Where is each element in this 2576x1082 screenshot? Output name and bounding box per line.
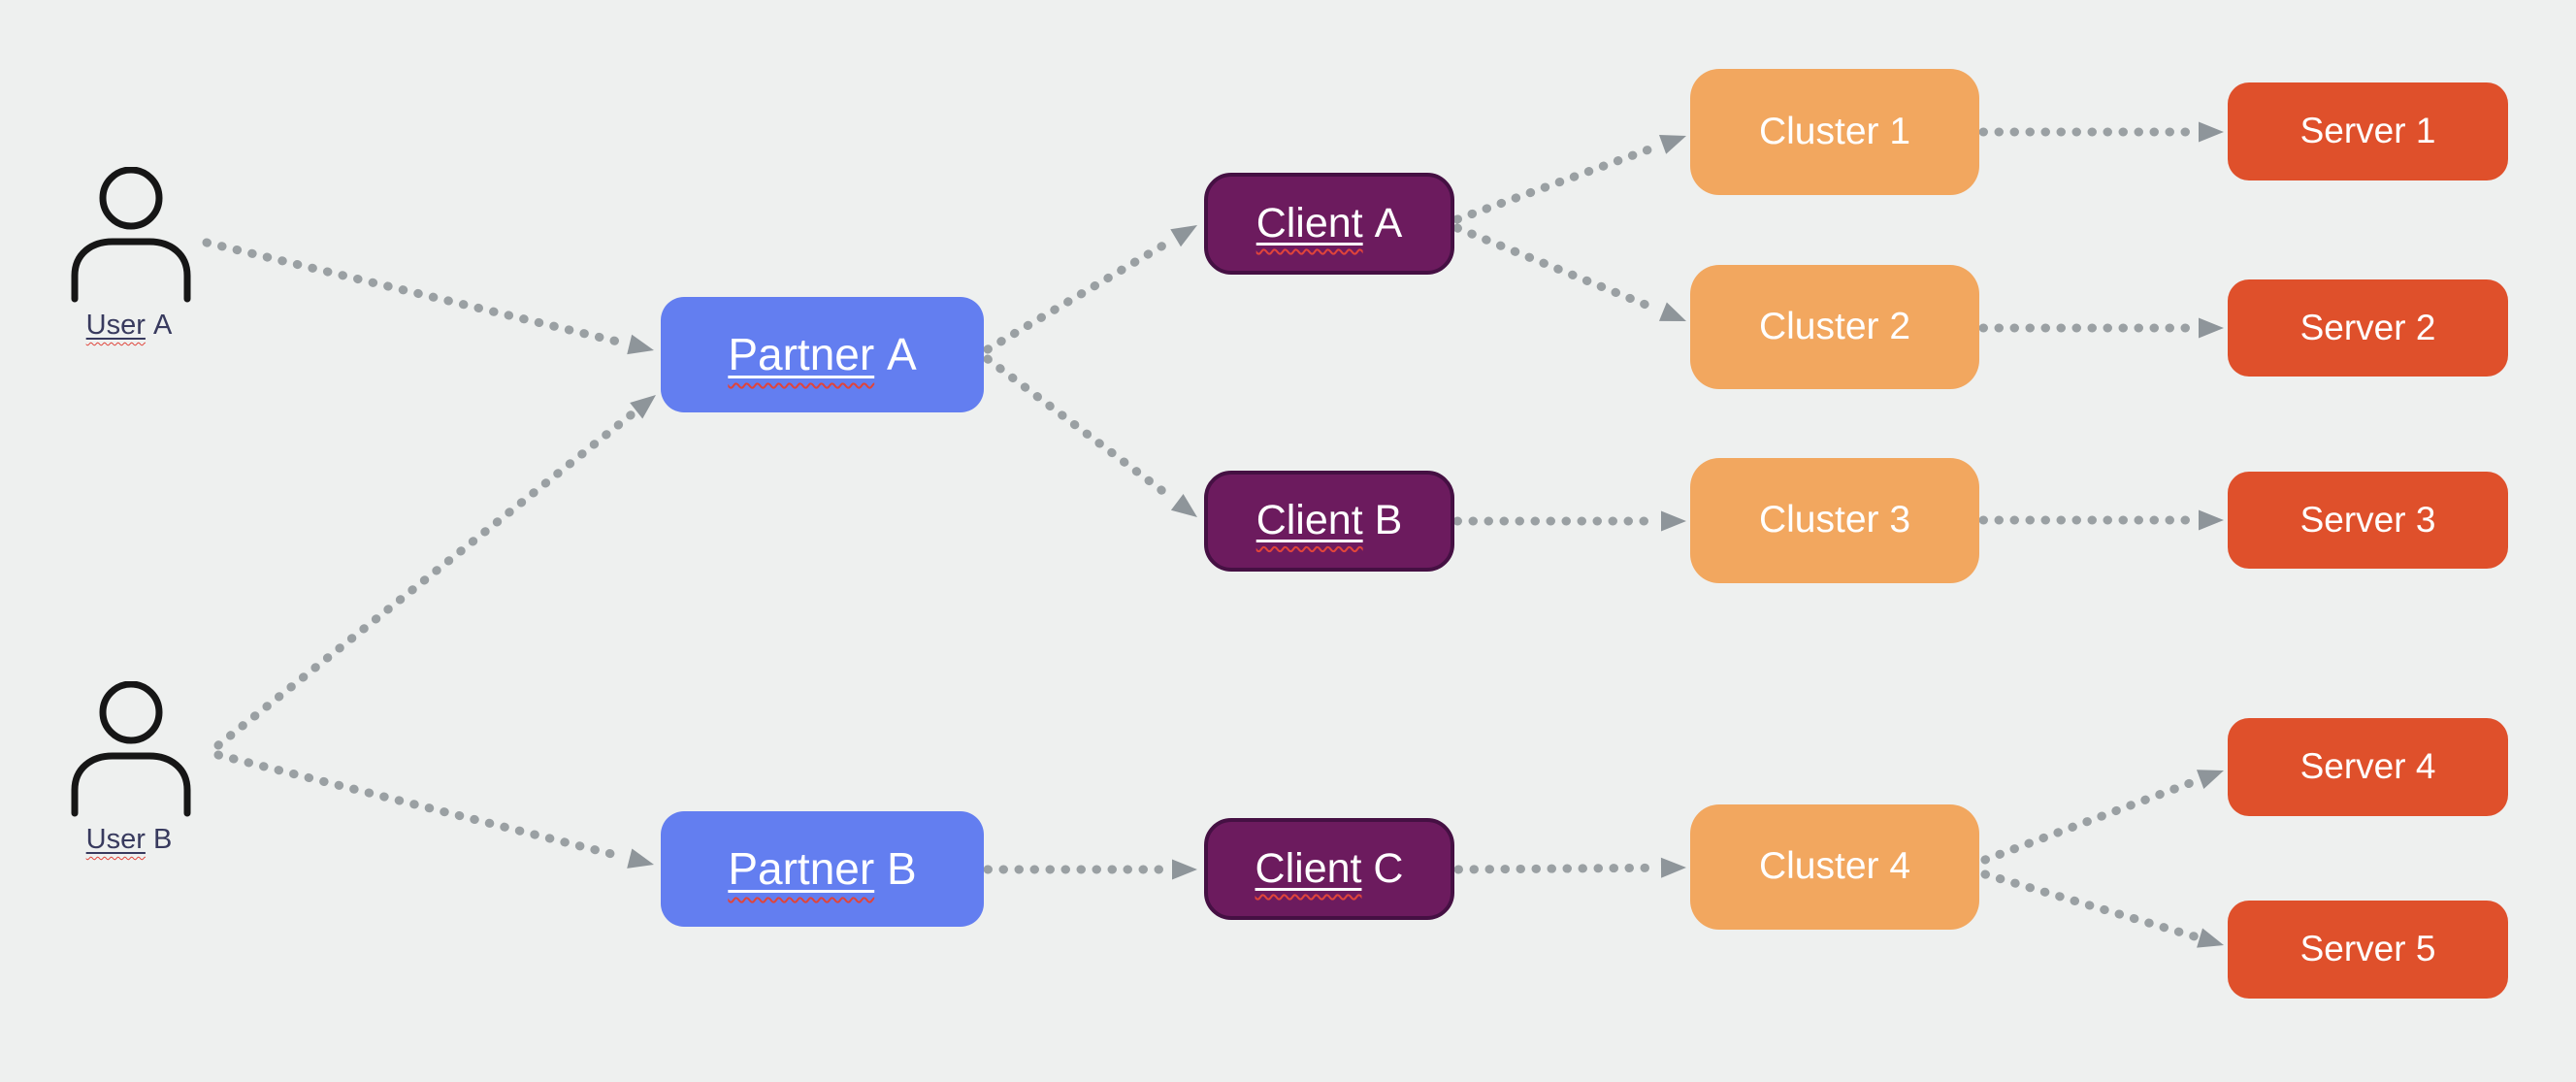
connector-user-b-to-partner-b xyxy=(213,750,655,869)
person-icon xyxy=(71,167,191,303)
node-label-client-c: Client C xyxy=(1255,844,1404,892)
node-label-cluster-3: Cluster 3 xyxy=(1758,499,1911,541)
connector-cluster-4-to-server-4 xyxy=(1980,770,2224,865)
node-server-3[interactable]: Server 3 xyxy=(2228,472,2508,569)
node-server-4[interactable]: Server 4 xyxy=(2228,718,2508,816)
node-label-server-5: Server 5 xyxy=(2299,929,2436,969)
node-label-server-1: Server 1 xyxy=(2299,111,2436,151)
node-server-5[interactable]: Server 5 xyxy=(2228,901,2508,999)
node-partner-b[interactable]: Partner B xyxy=(661,811,984,927)
connector-cluster-2-to-server-2 xyxy=(1978,317,2224,339)
node-client-c[interactable]: Client C xyxy=(1204,818,1454,920)
node-server-1[interactable]: Server 1 xyxy=(2228,82,2508,180)
node-server-2[interactable]: Server 2 xyxy=(2228,279,2508,377)
connector-cluster-1-to-server-1 xyxy=(1978,121,2224,143)
node-label-server-2: Server 2 xyxy=(2299,307,2436,347)
node-label-client-a: Client A xyxy=(1255,199,1403,246)
node-label-user-a: User A xyxy=(85,310,173,341)
node-label-cluster-1: Cluster 1 xyxy=(1758,110,1911,152)
node-label-server-3: Server 3 xyxy=(2299,499,2436,540)
person-icon xyxy=(71,681,191,817)
node-user-a[interactable]: User A xyxy=(56,167,202,361)
node-partner-a[interactable]: Partner A xyxy=(661,297,984,412)
node-client-b[interactable]: Client B xyxy=(1204,471,1454,572)
connector-partner-a-to-client-a xyxy=(983,225,1198,354)
node-cluster-3[interactable]: Cluster 3 xyxy=(1690,458,1979,583)
node-cluster-2[interactable]: Cluster 2 xyxy=(1690,265,1979,389)
node-label-client-b: Client B xyxy=(1255,497,1403,544)
connector-client-b-to-cluster-3 xyxy=(1452,510,1686,532)
node-label-cluster-2: Cluster 2 xyxy=(1758,305,1911,347)
connector-user-a-to-partner-a xyxy=(202,238,654,355)
node-cluster-1[interactable]: Cluster 1 xyxy=(1690,69,1979,195)
connector-partner-a-to-client-b xyxy=(983,354,1198,517)
node-client-a[interactable]: Client A xyxy=(1204,173,1454,275)
node-label-user-b: User B xyxy=(85,824,173,855)
node-label-cluster-4: Cluster 4 xyxy=(1758,845,1911,888)
node-label-partner-b: Partner B xyxy=(728,843,917,895)
connector-user-b-to-partner-a xyxy=(213,394,656,750)
node-user-b[interactable]: User B xyxy=(56,681,202,875)
connector-client-c-to-cluster-4 xyxy=(1453,857,1687,878)
connector-client-a-to-cluster-2 xyxy=(1452,223,1686,321)
connector-cluster-4-to-server-5 xyxy=(1980,869,2224,948)
node-label-server-4: Server 4 xyxy=(2299,746,2436,787)
connector-client-a-to-cluster-1 xyxy=(1452,135,1686,224)
connector-partner-b-to-client-c xyxy=(983,859,1197,880)
node-cluster-4[interactable]: Cluster 4 xyxy=(1690,804,1979,930)
node-label-partner-a: Partner A xyxy=(728,329,917,380)
connector-cluster-3-to-server-3 xyxy=(1978,509,2224,531)
